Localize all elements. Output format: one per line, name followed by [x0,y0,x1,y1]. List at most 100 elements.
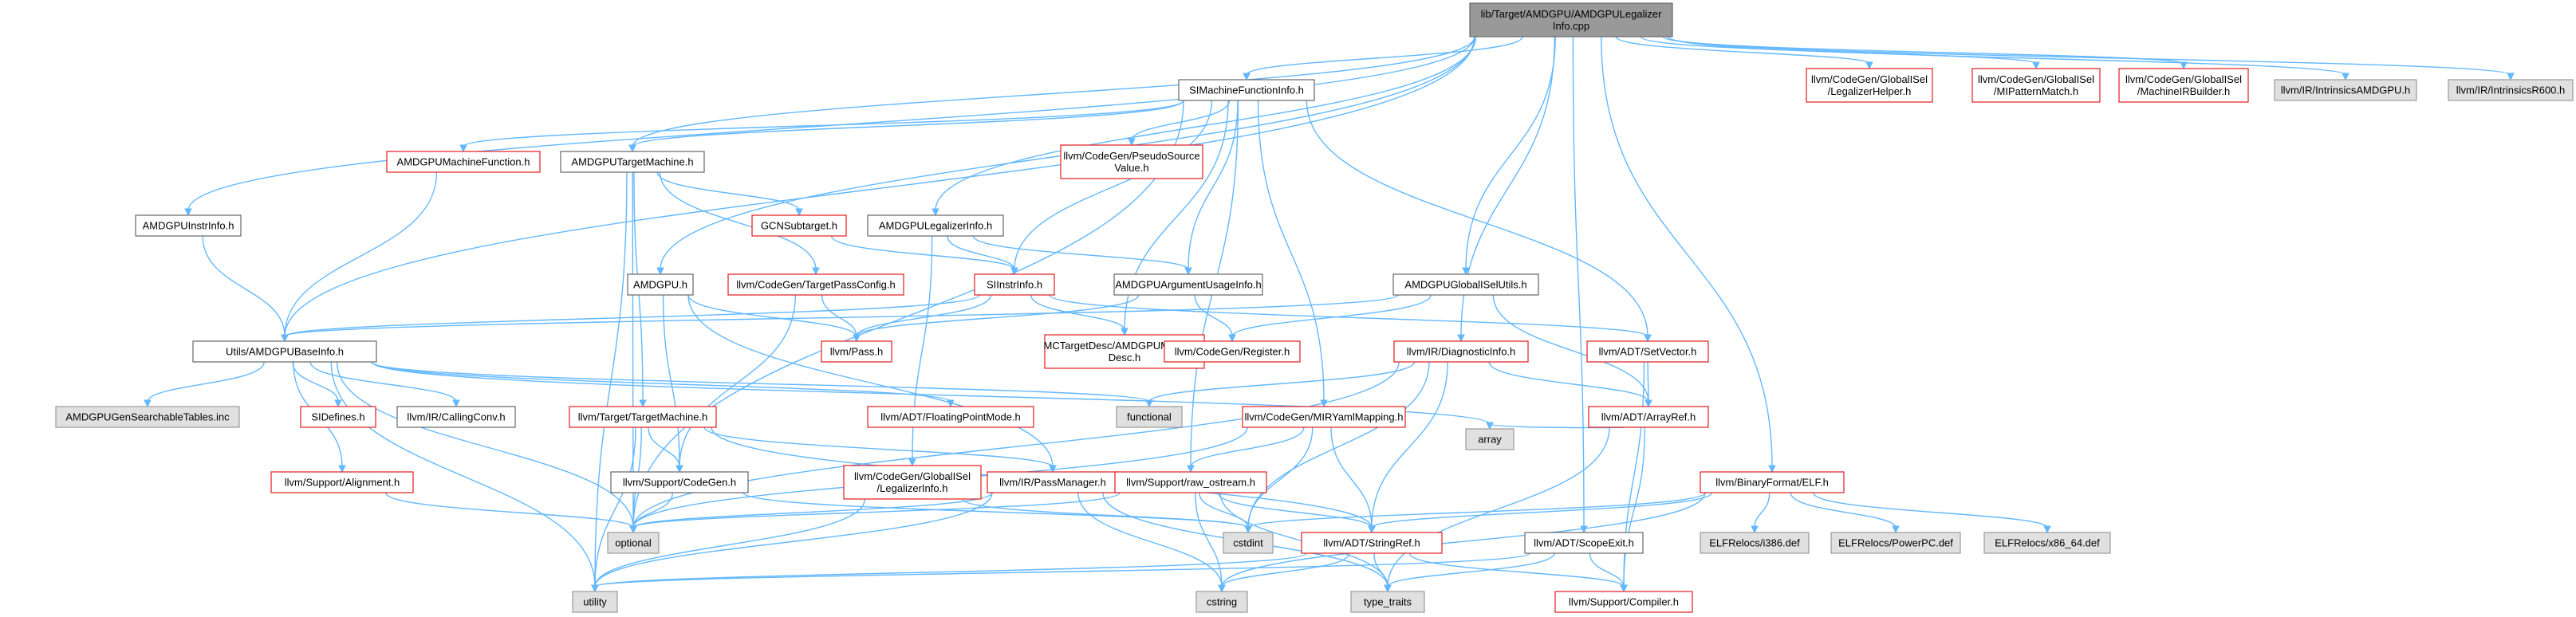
node-fpmode[interactable]: llvm/ADT/FloatingPointMode.h [867,406,1034,428]
node-label: llvm/ADT/SetVector.h [1599,346,1697,358]
edge-root-to-gi_mib [1662,36,2188,70]
node-amdgpuii[interactable]: AMDGPUInstrInfo.h [135,214,242,237]
node-intr_r600[interactable]: llvm/IR/IntrinsicsR600.h [2448,79,2574,101]
node-stringref[interactable]: llvm/ADT/StringRef.h [1301,532,1443,554]
node-typetraits[interactable]: type_traits [1350,591,1425,613]
node-amdgputm[interactable]: AMDGPUTargetMachine.h [560,151,705,173]
node-label: llvm/IR/CallingConv.h [407,411,505,423]
node-label: llvm/CodeGen/TargetPassConfig.h [736,279,895,291]
node-align[interactable]: llvm/Support/Alignment.h [270,471,414,493]
node-gcnsub[interactable]: GCNSubtarget.h [751,214,847,237]
node-box [987,471,1119,493]
node-baseinfo[interactable]: Utils/AMDGPUBaseInfo.h [192,340,377,363]
edge-arrowhead [932,208,939,217]
edge-root-to-gi_lh [1615,36,1873,70]
node-box [727,273,904,296]
node-cstring[interactable]: cstring [1195,591,1248,613]
edge-line [309,361,457,403]
edge-line [1387,426,1610,588]
node-array[interactable]: array [1465,428,1514,450]
node-functional[interactable]: functional [1116,406,1183,428]
node-setvec[interactable]: llvm/ADT/SetVector.h [1586,340,1709,363]
edge-tm-to-cgh [648,426,683,474]
node-intr_amdgpu[interactable]: llvm/IR/IntrinsicsAMDGPU.h [2274,79,2417,101]
edge-arrowhead [1218,584,1226,593]
node-elf386[interactable]: ELFRelocs/i386.def [1700,532,1810,554]
node-box [300,406,376,428]
node-utility[interactable]: utility [572,591,618,613]
node-amdgpumf[interactable]: AMDGPUMachineFunction.h [386,151,541,173]
node-label: llvm/Pass.h [830,346,883,358]
edge-arrayref-to-typetraits [1384,426,1610,593]
edge-line [1667,36,2511,76]
node-optional[interactable]: optional [607,532,660,554]
node-simfi[interactable]: SIMachineFunctionInfo.h [1178,79,1315,101]
node-scopeexit[interactable]: llvm/ADT/ScopeExit.h [1524,532,1644,554]
edge-amdgpuli-to-gi_li [908,235,933,467]
node-diag[interactable]: llvm/IR/DiagnosticInfo.h [1393,340,1529,363]
edge-arrowhead [1187,465,1195,474]
node-elfppc[interactable]: ELFRelocs/PowerPC.def [1830,532,1961,554]
node-pass[interactable]: llvm/Pass.h [821,340,892,363]
node-passmgr[interactable]: llvm/IR/PassManager.h [987,471,1119,493]
node-label: AMDGPUInstrInfo.h [143,220,234,232]
node-label: functional [1127,411,1172,423]
node-gst[interactable]: AMDGPUGenSearchableTables.inc [55,406,240,428]
node-box [1465,428,1514,450]
node-box [1195,591,1248,613]
node-gi_mib[interactable]: llvm/CodeGen/GlobalISel/MachineIRBuilder… [2118,68,2249,103]
node-amdgpugisu[interactable]: AMDGPUGlobalISelUtils.h [1392,273,1539,296]
node-callconv[interactable]: llvm/IR/CallingConv.h [396,406,516,428]
edge-arrowhead [2180,61,2188,70]
edge-elf-to-stringref [1368,492,1713,534]
edge-line [1371,492,1713,529]
edge-simfi-to-amdgputm [628,100,1184,153]
node-gi_li[interactable]: llvm/CodeGen/GlobalISel/LegalizerInfo.h [843,465,982,500]
node-box [1830,532,1961,554]
node-box [55,406,240,428]
edge-mirym-to-rawos [1187,426,1305,474]
edge-arrowhead [2032,61,2040,70]
node-box [1524,532,1644,554]
node-amdgpuh[interactable]: AMDGPU.h [627,273,694,296]
edge-rawos-to-stringref [1217,492,1376,534]
node-arrayref[interactable]: llvm/ADT/ArrayRef.h [1588,406,1709,428]
edge-line [1623,426,1646,588]
node-label: utility [583,596,607,608]
node-siii[interactable]: SIInstrInfo.h [974,273,1055,296]
node-amdgpuli[interactable]: AMDGPULegalizerInfo.h [867,214,1004,237]
node-label: SIMachineFunctionInfo.h [1189,84,1304,96]
node-cgh[interactable]: llvm/Support/CodeGen.h [610,471,749,493]
edge-line [1231,294,1432,337]
edge-arrowhead [1486,422,1494,430]
node-cgreg[interactable]: llvm/CodeGen/Register.h [1164,340,1301,363]
node-tm[interactable]: llvm/Target/TargetMachine.h [569,406,717,428]
edge-line [594,498,865,588]
edge-line [1247,361,1430,529]
node-gi_lh[interactable]: llvm/CodeGen/GlobalISel/LegalizerHelper.… [1806,68,1933,103]
node-box [1113,273,1263,296]
node-mirym[interactable]: llvm/CodeGen/MIRYamlMapping.h [1242,406,1406,428]
node-elf[interactable]: llvm/BinaryFormat/ELF.h [1700,471,1845,493]
node-cstdint[interactable]: cstdint [1223,532,1274,554]
edge-diag-to-cstdint [1244,361,1430,534]
node-root[interactable]: lib/Target/AMDGPU/AMDGPULegalizerInfo.cp… [1469,2,1673,37]
edge-line [687,294,857,337]
node-tpc[interactable]: llvm/CodeGen/TargetPassConfig.h [727,273,904,296]
edge-arrowhead [2342,73,2350,81]
edge-line [856,294,991,337]
node-compiler[interactable]: llvm/Support/Compiler.h [1554,591,1693,613]
edge-line [594,426,636,588]
node-sidefs[interactable]: SIDefines.h [300,406,376,428]
edge-arrowhead [1145,399,1153,408]
node-elfx86[interactable]: ELFRelocs/x86_64.def [1983,532,2111,554]
node-amdgpuaui[interactable]: AMDGPUArgumentUsageInfo.h [1113,273,1263,296]
node-box [627,273,694,296]
edge-arrowhead [1644,334,1652,343]
node-rawos[interactable]: llvm/Support/raw_ostream.h [1114,471,1267,493]
node-label: llvm/BinaryFormat/ELF.h [1715,477,1829,489]
edge-arrowhead [1462,267,1470,276]
node-gi_mip[interactable]: llvm/CodeGen/GlobalISel/MIPatternMatch.h [1971,68,2101,103]
edge-line [821,294,857,337]
